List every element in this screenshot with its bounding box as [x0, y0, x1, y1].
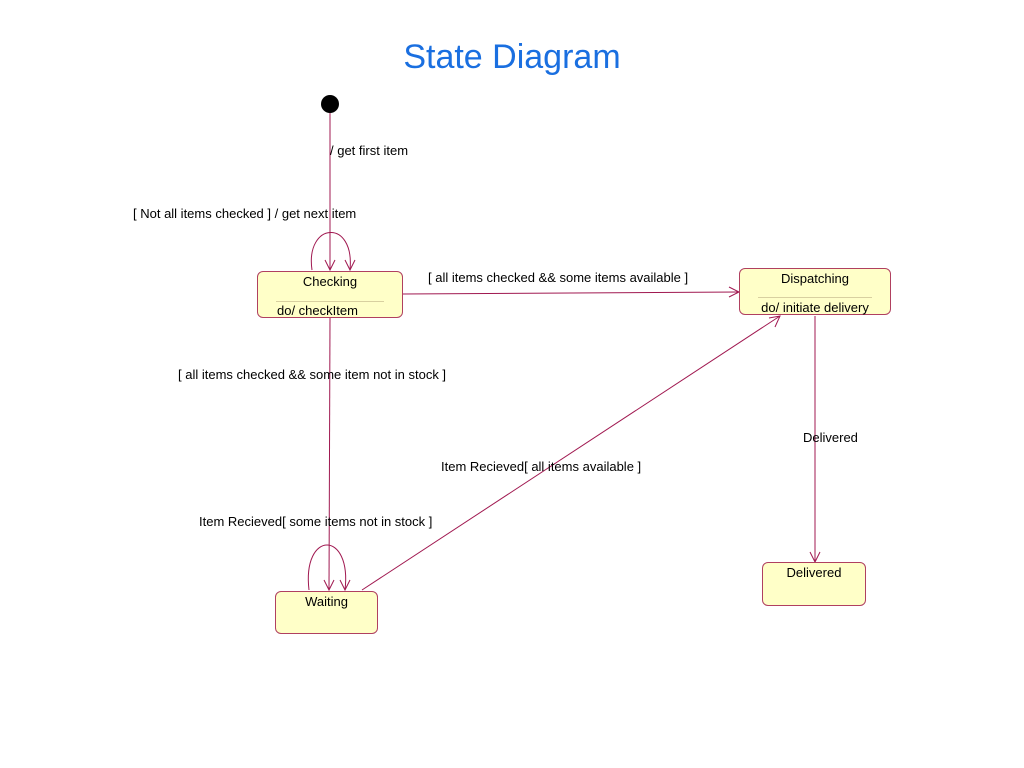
label-checking-to-waiting: [ all items checked && some item not in …	[178, 367, 447, 382]
state-name: Dispatching	[781, 271, 849, 286]
state-activity: do/ checkItem	[277, 303, 358, 318]
label-checking-to-dispatching: [ all items checked && some items availa…	[428, 270, 689, 285]
arrow-checking-to-waiting	[328, 317, 331, 591]
state-divider	[276, 301, 384, 302]
arrow-waiting-self-loop	[307, 544, 347, 591]
label-waiting-to-dispatching: Item Recieved[ all items available ]	[441, 459, 642, 474]
page-title: State Diagram	[403, 38, 621, 76]
label-initial-to-checking: / get first item	[330, 143, 409, 158]
state-divider	[758, 297, 872, 298]
initial-state-node	[321, 95, 339, 113]
label-checking-self-loop: [ Not all items checked ] / get next ite…	[133, 206, 357, 221]
label-waiting-self-loop: Item Recieved[ some items not in stock ]	[199, 514, 433, 529]
arrow-checking-to-dispatching	[402, 291, 740, 295]
state-name: Waiting	[305, 594, 348, 609]
state-name: Delivered	[786, 565, 842, 580]
state-checking[interactable]: Checking do/ checkItem	[257, 271, 403, 318]
state-dispatching[interactable]: Dispatching do/ initiate delivery	[739, 268, 891, 315]
arrow-waiting-to-dispatching	[361, 315, 781, 591]
state-delivered[interactable]: Delivered	[762, 562, 866, 606]
state-waiting[interactable]: Waiting	[275, 591, 378, 634]
state-activity: do/ initiate delivery	[761, 300, 869, 315]
label-dispatching-to-delivered: Delivered	[803, 430, 858, 445]
arrow-checking-self-loop	[310, 232, 351, 271]
state-name: Checking	[302, 274, 358, 289]
